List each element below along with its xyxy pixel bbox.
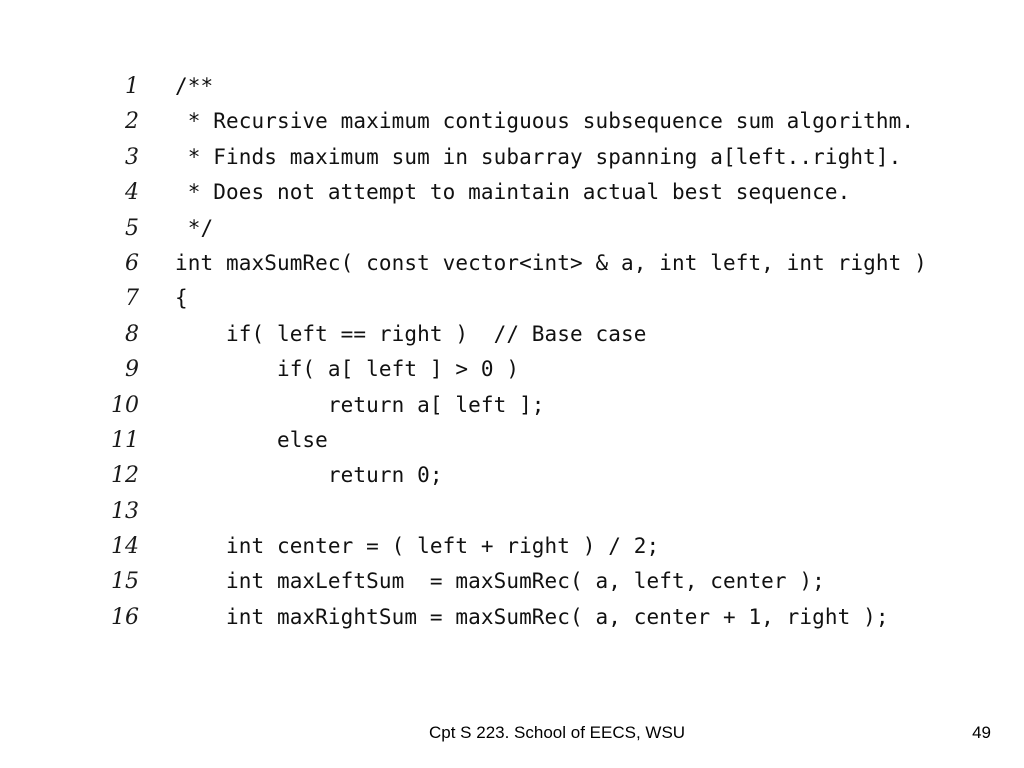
code-text: int maxRightSum = maxSumRec( a, center +…	[175, 604, 889, 629]
footer-text: Cpt S 223. School of EECS, WSU	[429, 723, 686, 742]
line-number: 6	[125, 250, 139, 276]
line-number: 10	[111, 392, 139, 418]
code-text: * Recursive maximum contiguous subsequen…	[175, 109, 915, 134]
code-line: 8 if( left == right ) // Base case	[0, 317, 1024, 352]
code-line: 3 * Finds maximum sum in subarray spanni…	[0, 140, 1024, 175]
code-line: 16 int maxRightSum = maxSumRec( a, cente…	[0, 600, 1024, 635]
code-text: int maxSumRec( const vector<int> & a, in…	[175, 250, 927, 275]
code-line: 11 else	[0, 423, 1024, 458]
line-number: 15	[111, 569, 139, 595]
code-text: int maxLeftSum = maxSumRec( a, left, cen…	[175, 569, 825, 594]
code-line: 12 return 0;	[0, 458, 1024, 493]
code-listing: 1 /** 2 * Recursive maximum contiguous s…	[0, 69, 1024, 635]
code-text: * Does not attempt to maintain actual be…	[175, 180, 851, 205]
code-text: if( a[ left ] > 0 )	[175, 357, 520, 382]
line-number: 14	[111, 534, 139, 560]
code-line: 9 if( a[ left ] > 0 )	[0, 352, 1024, 387]
code-line: 4 * Does not attempt to maintain actual …	[0, 175, 1024, 210]
line-number: 4	[125, 180, 139, 206]
line-number: 11	[111, 427, 139, 453]
code-line: 6 int maxSumRec( const vector<int> & a, …	[0, 246, 1024, 281]
code-line: 15 int maxLeftSum = maxSumRec( a, left, …	[0, 564, 1024, 599]
line-number: 8	[125, 321, 139, 347]
line-number: 12	[111, 463, 139, 489]
code-text: /**	[175, 74, 214, 98]
code-text: return 0;	[175, 463, 443, 488]
line-number: 9	[125, 357, 139, 383]
code-text: return a[ left ];	[175, 392, 545, 417]
line-number: 13	[111, 498, 139, 524]
code-line: 5 */	[0, 211, 1024, 246]
code-line: 10 return a[ left ];	[0, 388, 1024, 423]
code-line: 14 int center = ( left + right ) / 2;	[0, 529, 1024, 564]
code-text: {	[175, 286, 188, 311]
code-line: 1 /**	[0, 69, 1024, 104]
code-text: int center = ( left + right ) / 2;	[175, 534, 660, 559]
line-number: 16	[111, 604, 139, 630]
code-line: 13	[0, 494, 1024, 529]
code-text: if( left == right ) // Base case	[175, 321, 647, 346]
code-line: 7 {	[0, 281, 1024, 316]
code-line: 2 * Recursive maximum contiguous subsequ…	[0, 104, 1024, 139]
code-text: else	[175, 427, 328, 452]
line-number: 1	[125, 74, 139, 99]
line-number: 3	[125, 144, 139, 170]
line-number: 5	[125, 215, 139, 241]
line-number: 2	[125, 109, 139, 135]
code-text: */	[175, 215, 214, 240]
code-text: * Finds maximum sum in subarray spanning…	[175, 144, 902, 169]
line-number: 7	[125, 286, 139, 312]
page-number: 49	[972, 723, 991, 742]
